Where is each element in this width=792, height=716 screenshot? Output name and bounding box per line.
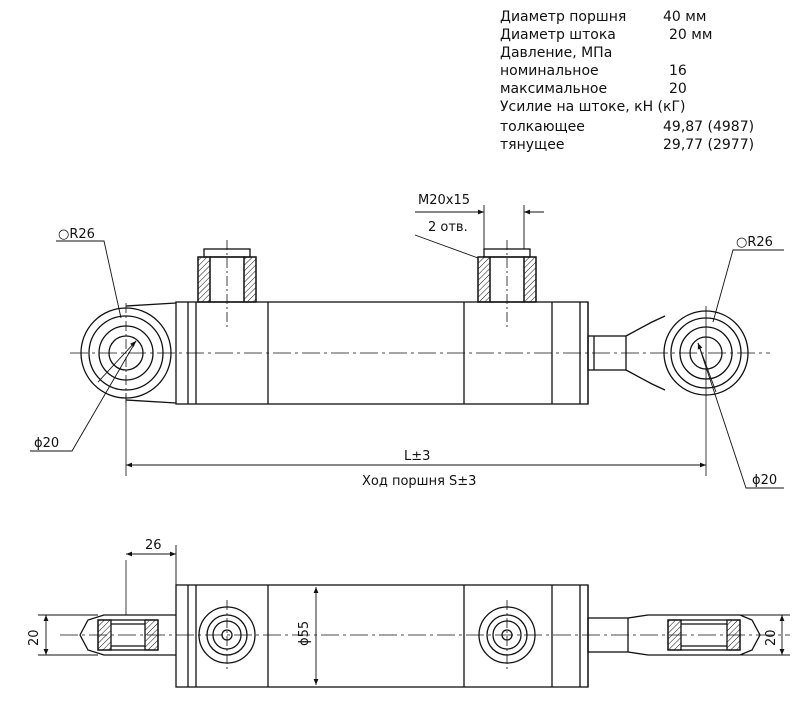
top-left-port (198, 600, 256, 670)
top-right-port (478, 600, 536, 670)
label-width-left: 20 (27, 629, 42, 646)
diameter-leaders (30, 340, 784, 489)
label-width-right: 20 (764, 629, 779, 646)
label-body-dia: ϕ55 (297, 621, 312, 646)
top-left-eye (79, 560, 176, 656)
spec-value-nominal: 16 (669, 63, 687, 79)
spec-label-pushing: толкающее (500, 119, 585, 135)
dim-thread (414, 205, 544, 259)
label-thread: М20х15 (418, 193, 470, 208)
side-view (30, 205, 784, 489)
dim-width-left (38, 614, 98, 656)
label-length: L±3 (404, 449, 430, 464)
top-right-eye (587, 614, 761, 656)
top-body (175, 584, 589, 688)
label-offset: 26 (145, 538, 162, 553)
spec-value-pulling: 29,77 (2977) (663, 137, 755, 153)
label-dia-left: ϕ20 (34, 436, 59, 451)
spec-value-rod-diameter: 20 мм (669, 27, 713, 43)
right-eye (663, 306, 749, 476)
dim-width-right (740, 614, 790, 656)
spec-label-maximum: максимальное (500, 81, 608, 97)
spec-label-rod-force: Усилие на штоке, кН (кГ) (500, 99, 686, 115)
spec-label-pressure: Давление, МПа (500, 45, 613, 61)
spec-value-maximum: 20 (669, 81, 687, 97)
top-view (38, 545, 790, 688)
spec-value-pushing: 49,87 (4987) (663, 119, 755, 135)
dim-offset (126, 545, 177, 585)
right-port (477, 240, 537, 330)
spec-label-piston-diameter: Диаметр поршня (500, 9, 627, 25)
label-dia-right: ϕ20 (752, 473, 777, 488)
label-stroke: Ход поршня S±3 (362, 474, 476, 489)
spec-label-pulling: тянущее (500, 137, 565, 153)
spec-label-nominal: номинальное (500, 63, 599, 79)
left-eye (80, 302, 177, 404)
radius-leaders (56, 240, 784, 323)
left-port (197, 240, 257, 330)
piston-rod (587, 315, 666, 391)
spec-value-piston-diameter: 40 мм (663, 9, 707, 25)
label-radius-right: ○R26 (736, 235, 773, 250)
spec-label-rod-diameter: Диаметр штока (500, 27, 616, 43)
label-radius-left: ○R26 (58, 227, 95, 242)
label-holes: 2 отв. (428, 220, 468, 235)
